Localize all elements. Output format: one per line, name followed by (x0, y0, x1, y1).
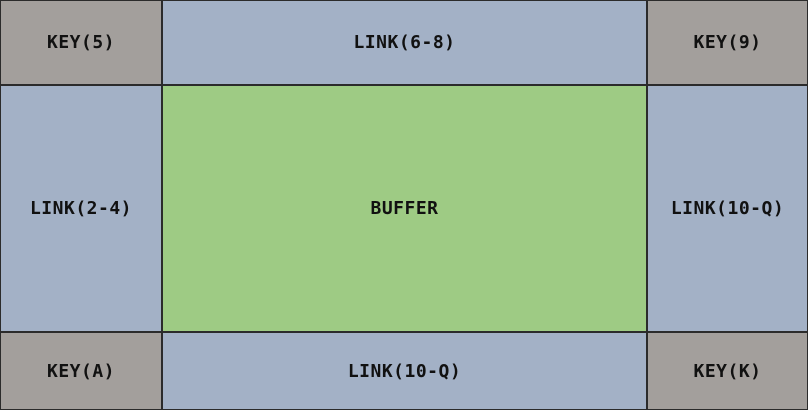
link-label: LINK(10-Q) (670, 198, 785, 219)
link-label: LINK(2-4) (29, 198, 133, 219)
buffer-cell[interactable]: BUFFER (162, 85, 647, 332)
link-label: LINK(6-8) (353, 32, 456, 53)
link-cell-top[interactable]: LINK(6-8) (162, 0, 647, 85)
link-cell-right[interactable]: LINK(10-Q) (647, 85, 808, 332)
link-cell-left[interactable]: LINK(2-4) (0, 85, 162, 332)
key-label: KEY(9) (693, 32, 762, 53)
key-cell-bottom-left[interactable]: KEY(A) (0, 332, 162, 410)
key-cell-bottom-right[interactable]: KEY(K) (647, 332, 808, 410)
link-label: LINK(10-Q) (347, 360, 462, 382)
key-cell-top-right[interactable]: KEY(9) (647, 0, 808, 85)
key-label: KEY(A) (46, 360, 116, 382)
buffer-label: BUFFER (370, 198, 439, 219)
key-cell-top-left[interactable]: KEY(5) (0, 0, 162, 85)
link-cell-bottom[interactable]: LINK(10-Q) (162, 332, 647, 410)
key-label: KEY(K) (693, 360, 762, 382)
key-label: KEY(5) (46, 32, 116, 53)
